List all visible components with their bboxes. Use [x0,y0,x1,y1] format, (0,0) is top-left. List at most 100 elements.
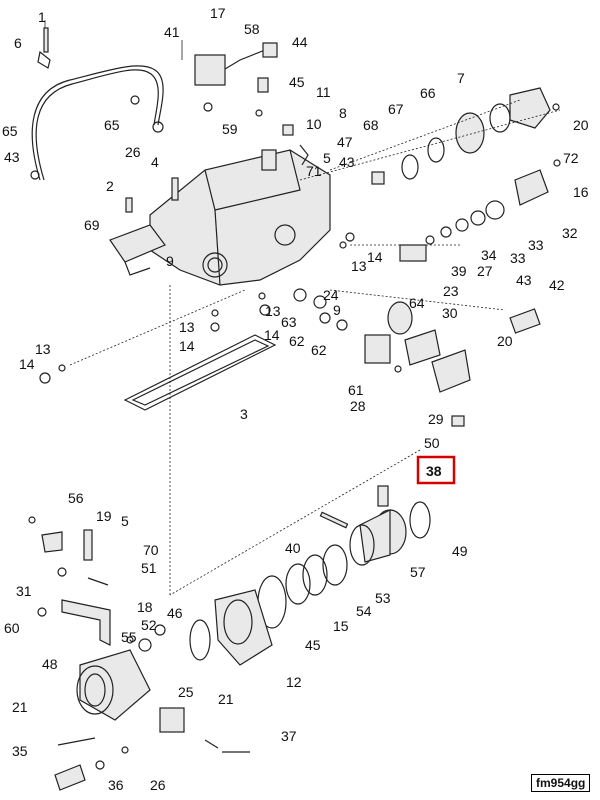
label-52: 53 [375,590,391,606]
label-30: 30 [442,305,458,321]
label-10: 10 [306,116,322,132]
label-44: 44 [292,34,308,50]
label-40: 49 [452,543,468,559]
label-58: 58 [244,21,260,37]
label-5-top: 5 [323,150,331,166]
bracket-31 [61,599,111,646]
label-45-low: 55 [121,629,137,645]
label-61: 61 [348,382,364,398]
label-14-top: 14 [367,249,383,265]
label-37: 35 [12,743,28,759]
sensor-58 [194,54,226,86]
label-13-mid: 13 [265,303,281,319]
label-27: 27 [477,263,493,279]
label-16: 16 [573,184,589,200]
label-55: 48 [42,656,58,672]
label-4: 4 [151,154,159,170]
label-66: 66 [420,85,436,101]
label-14-left2: 14 [179,338,195,354]
label-41: 41 [164,24,180,40]
label-2: 2 [106,178,114,194]
module-28 [431,349,471,393]
figure-code: fm954gg [531,774,591,792]
label-67: 67 [388,101,404,117]
label-59: 59 [222,121,238,137]
gasket-3 [123,334,277,411]
sensor-56 [41,531,63,553]
flange-55 [79,649,151,721]
label-47: 47 [337,134,353,150]
label-31: 18 [137,599,153,615]
ring-54 [285,563,311,605]
label-6: 6 [14,35,22,51]
label-3: 3 [240,406,248,422]
label-50: 38 [426,463,442,479]
actuator-32 [514,169,549,206]
part-labels: 1 17 58 6 41 44 45 11 65 59 8 10 7 66 67… [2,5,589,793]
label-5-low: 70 [143,542,159,558]
label-13-left: 13 [179,319,195,335]
throttle-body-48 [214,589,273,666]
label-43-top: 43 [339,154,355,170]
label-65: 65 [104,117,120,133]
gasket-30 [404,329,441,366]
label-33b: 33 [510,250,526,266]
housing-7 [509,87,551,129]
label-20-low: 28 [350,398,366,414]
label-15: 45 [305,637,321,653]
label-12: 25 [178,684,194,700]
label-20-top: 20 [573,117,589,133]
label-14-far: 14 [19,356,35,372]
label-36: 26 [150,777,166,793]
label-8: 8 [339,105,347,121]
label-35: 36 [108,777,124,793]
label-54: 15 [333,618,349,634]
ring-52 [322,544,348,586]
label-43-mid: 43 [516,272,532,288]
label-42: 42 [549,277,565,293]
label-7: 7 [457,70,465,86]
label-13-far: 13 [35,341,51,357]
label-60: 46 [167,605,183,621]
upper-manifold [109,149,331,286]
label-9-mid: 9 [333,302,341,318]
label-17: 17 [210,5,226,21]
label-28: 29 [428,411,444,427]
block-12 [159,707,185,733]
label-9-top: 9 [166,253,174,269]
label-18: 60 [4,620,20,636]
label-65b: 65 [2,123,18,139]
label-68: 68 [363,117,379,133]
label-24: 24 [323,287,339,303]
clip-50 [377,485,389,507]
label-22: 43 [4,149,20,165]
hose-41 [31,65,164,181]
label-53: 54 [356,603,372,619]
ring-40 [409,501,431,539]
label-46: 52 [141,617,157,633]
label-20-mid: 20 [497,333,513,349]
label-45: 45 [289,74,305,90]
label-64: 64 [409,295,425,311]
label-71: 71 [306,163,322,179]
label-70: 51 [141,560,157,576]
label-11: 11 [316,84,331,100]
label-48: 12 [286,674,302,690]
label-21-right: 37 [281,728,297,744]
label-25: 21 [218,691,234,707]
label-72: 72 [563,150,579,166]
label-63: 63 [281,314,297,330]
label-23: 23 [443,283,459,299]
label-13-top: 13 [351,258,367,274]
label-49: 57 [410,564,426,580]
label-1: 1 [38,9,46,25]
ring-53 [302,554,328,596]
label-34: 34 [481,247,497,263]
label-21-left: 21 [12,699,28,715]
label-38: 56 [68,490,84,506]
label-39: 39 [451,263,467,279]
label-57: 31 [16,583,32,599]
highlight-box-50 [416,455,456,485]
